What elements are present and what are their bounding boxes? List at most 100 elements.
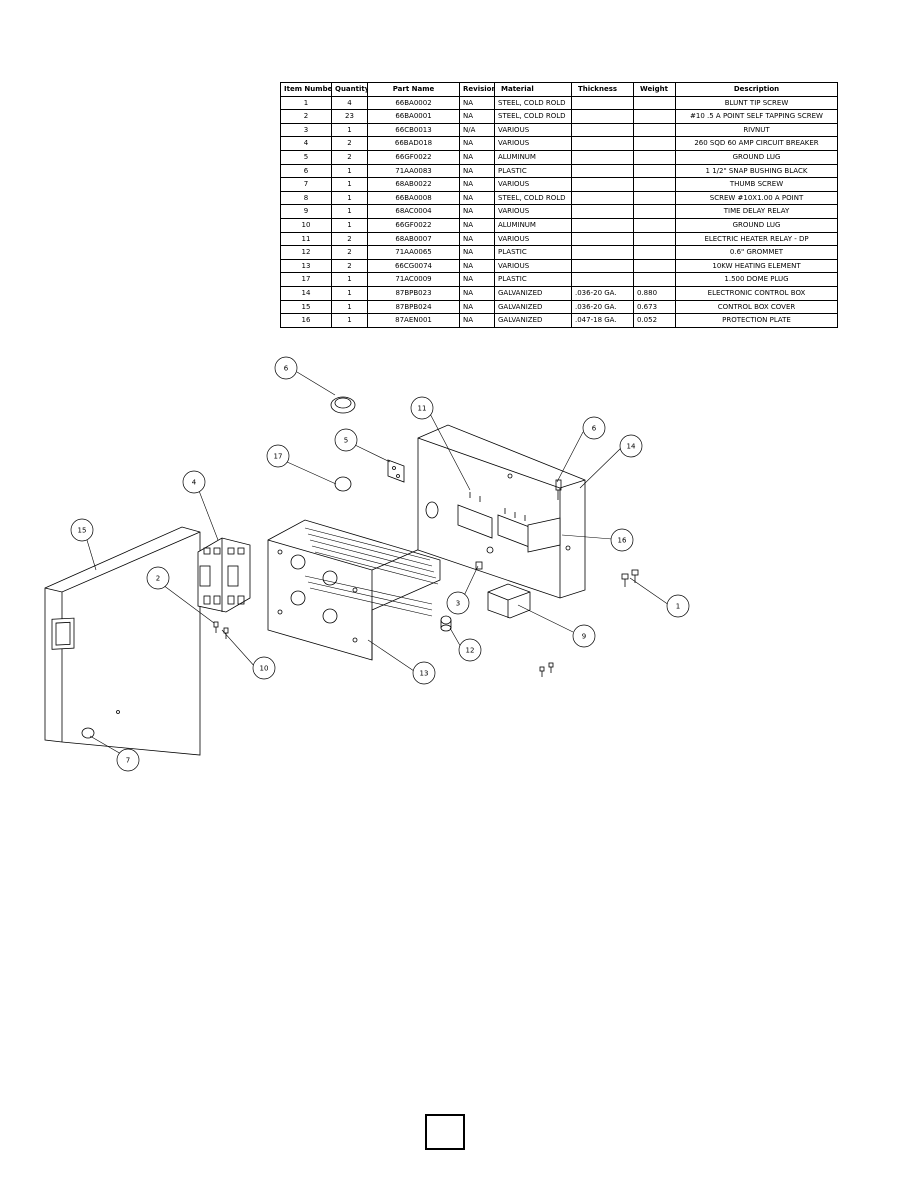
bom-cell-quantity: 2: [331, 136, 368, 151]
bom-cell-item-number: 4: [280, 136, 332, 151]
bom-cell-part-name: 66BA0001: [367, 109, 460, 124]
bom-cell-thickness: .036-20 GA.: [571, 285, 634, 301]
bom-cell-part-name: 68AC0004: [367, 204, 460, 219]
bom-cell-item-number: 13: [280, 258, 332, 274]
bom-cell-item-number: 10: [280, 217, 332, 233]
bom-cell-part-name: 68AB0022: [367, 177, 460, 192]
bom-cell-item-number: 12: [280, 245, 332, 260]
header-quantity: Quantity: [331, 82, 368, 97]
bom-cell-item-number: 11: [280, 231, 332, 247]
bom-cell-material: STEEL, COLD ROLD: [494, 109, 572, 124]
bom-cell-material: VARIOUS: [494, 204, 572, 219]
header-revision: Revision: [459, 82, 495, 97]
bom-cell-quantity: 1: [331, 285, 368, 301]
bom-cell-description: PROTECTION PLATE: [675, 313, 838, 328]
bom-cell-weight: [633, 136, 676, 151]
bom-cell-material: VARIOUS: [494, 231, 572, 247]
bom-cell-material: VARIOUS: [494, 177, 572, 192]
header-description: Description: [675, 82, 838, 97]
bom-cell-description: TIME DELAY RELAY: [675, 204, 838, 219]
svg-text:1: 1: [676, 603, 680, 611]
bom-cell-revision: NA: [459, 217, 495, 233]
svg-text:6: 6: [592, 425, 597, 433]
callout-4: 4: [182, 470, 206, 494]
bom-cell-item-number: 9: [280, 204, 332, 219]
bom-cell-description: 1 1/2" SNAP BUSHING BLACK: [675, 163, 838, 179]
svg-text:12: 12: [466, 647, 475, 655]
bom-cell-thickness: [571, 245, 634, 260]
bom-cell-revision: NA: [459, 163, 495, 179]
bom-cell-revision: N/A: [459, 122, 495, 138]
screw: [555, 479, 562, 500]
bom-cell-revision: NA: [459, 285, 495, 301]
bom-cell-revision: NA: [459, 149, 495, 165]
callout-11: 11: [410, 396, 434, 420]
circuit-breakers: [197, 537, 251, 613]
bom-cell-description: ELECTRONIC CONTROL BOX: [675, 285, 838, 301]
bom-cell-item-number: 8: [280, 190, 332, 206]
bom-cell-thickness: [571, 204, 634, 219]
svg-text:2: 2: [156, 575, 160, 583]
callout-12: 12: [458, 638, 482, 662]
bom-cell-quantity: 1: [331, 190, 368, 206]
bom-cell-material: PLASTIC: [494, 245, 572, 260]
bom-cell-weight: 0.880: [633, 285, 676, 301]
bom-cell-material: PLASTIC: [494, 163, 572, 179]
bom-cell-weight: [633, 217, 676, 233]
time-delay-relay: [487, 583, 531, 619]
bom-cell-part-name: 66GF0022: [367, 217, 460, 233]
ground-lug: [387, 459, 405, 483]
bom-cell-weight: [633, 163, 676, 179]
bom-cell-description: 1.500 DOME PLUG: [675, 272, 838, 287]
svg-text:5: 5: [344, 437, 348, 445]
callout-2: 2: [146, 566, 170, 590]
svg-text:15: 15: [78, 527, 87, 535]
bom-cell-item-number: 2: [280, 109, 332, 124]
bom-cell-revision: NA: [459, 190, 495, 206]
bom-cell-part-name: 66CG0074: [367, 258, 460, 274]
header-material: Material: [494, 82, 572, 97]
bom-cell-revision: NA: [459, 136, 495, 151]
leader-lines: [83, 371, 670, 759]
bom-cell-thickness: [571, 163, 634, 179]
bom-cell-description: 10KW HEATING ELEMENT: [675, 258, 838, 274]
bom-cell-quantity: 2: [331, 245, 368, 260]
bom-cell-revision: NA: [459, 109, 495, 124]
bom-cell-thickness: [571, 109, 634, 124]
dome-plug: [334, 476, 352, 492]
svg-text:6: 6: [284, 365, 289, 373]
bom-cell-weight: [633, 231, 676, 247]
grommet: [440, 615, 452, 632]
bom-cell-quantity: 2: [331, 258, 368, 274]
svg-text:17: 17: [274, 453, 283, 461]
callout-17: 17: [266, 444, 290, 468]
bom-cell-weight: 0.052: [633, 313, 676, 328]
svg-text:9: 9: [582, 633, 586, 641]
bom-cell-material: PLASTIC: [494, 272, 572, 287]
svg-text:4: 4: [192, 479, 197, 487]
bom-cell-quantity: 4: [331, 95, 368, 111]
bom-cell-part-name: 87BPB024: [367, 299, 460, 315]
header-part-name: Part Name: [367, 82, 460, 97]
header-item-number: Item Number: [280, 82, 332, 97]
callout-7: 7: [116, 748, 140, 772]
protection-plate: [527, 517, 561, 553]
svg-text:7: 7: [126, 757, 130, 765]
bom-cell-revision: NA: [459, 299, 495, 315]
bom-cell-thickness: [571, 122, 634, 138]
bom-cell-revision: NA: [459, 272, 495, 287]
bom-cell-description: SCREW #10X1.00 A POINT: [675, 190, 838, 206]
bom-cell-description: BLUNT TIP SCREW: [675, 95, 838, 111]
svg-text:3: 3: [456, 600, 460, 608]
bom-cell-revision: NA: [459, 258, 495, 274]
bom-cell-thickness: [571, 177, 634, 192]
header-thickness: Thickness: [571, 82, 634, 97]
bom-cell-part-name: 66BA0002: [367, 95, 460, 111]
